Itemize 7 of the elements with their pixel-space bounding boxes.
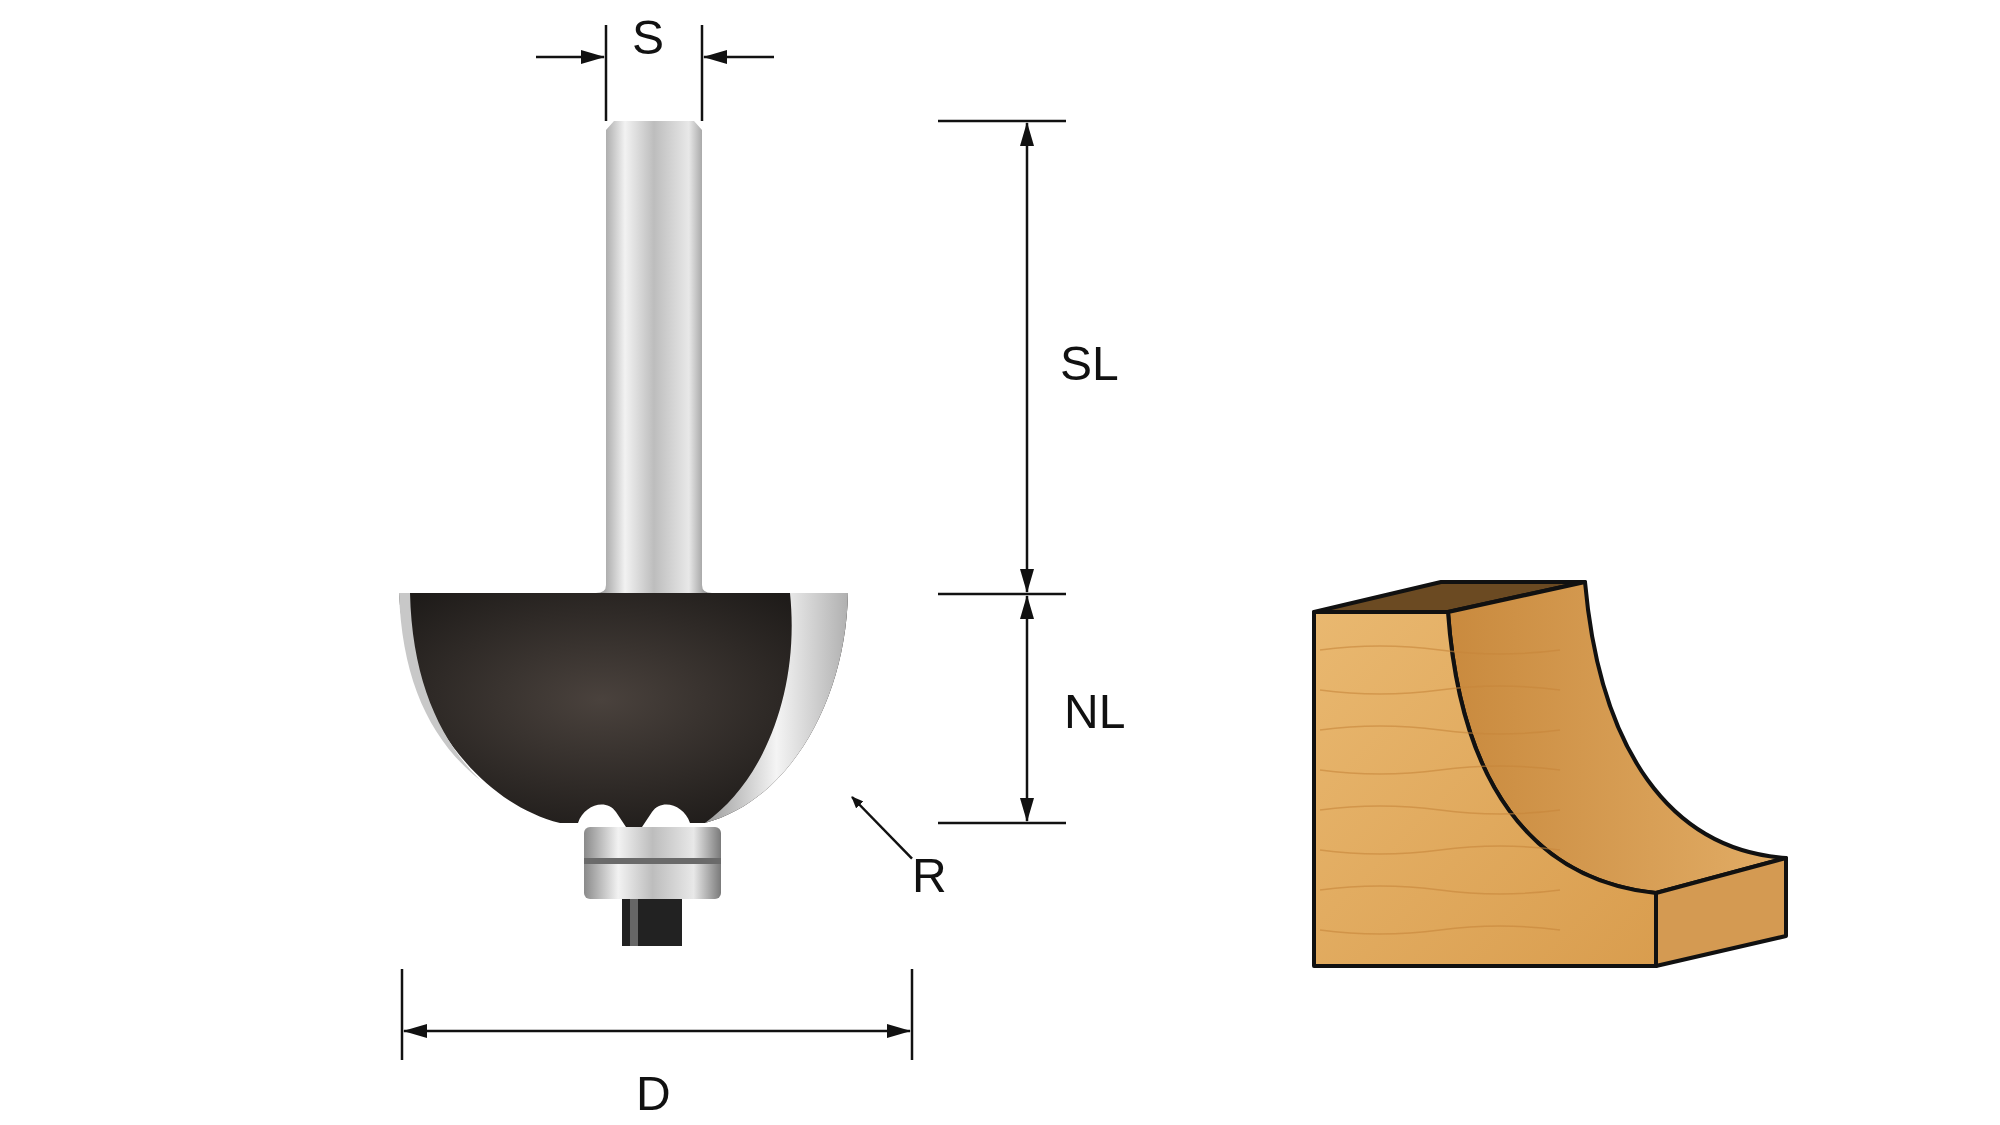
dimension-label: S [632,14,664,62]
leader-line [851,796,913,860]
dimension-label: SL [1060,340,1119,388]
dimension-label: D [636,1070,671,1118]
dimension-label: NL [1064,688,1126,736]
callout-label: R [912,852,947,900]
router-bit-drawing [399,121,850,947]
